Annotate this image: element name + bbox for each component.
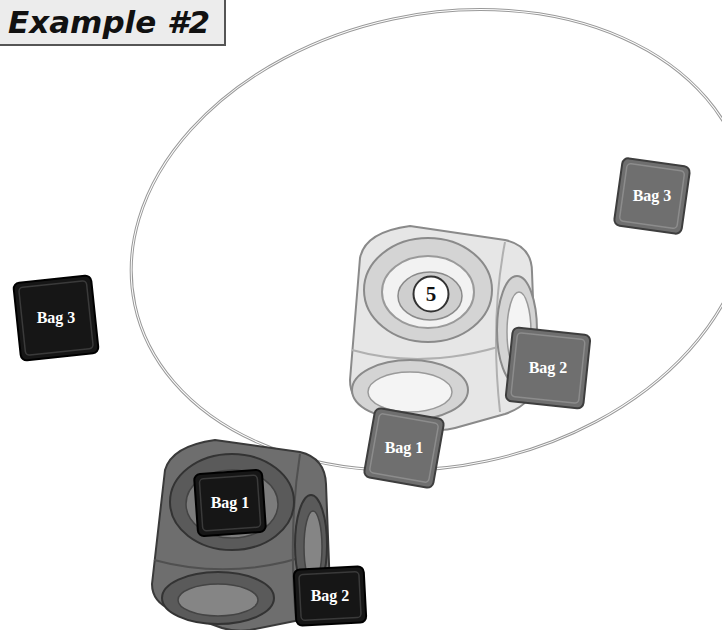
title-box: Example #2 — [0, 0, 226, 46]
bag-label: Bag 2 — [311, 587, 350, 605]
bag-label: Bag 2 — [529, 359, 568, 377]
bean-bag: Bag 2 — [294, 567, 366, 625]
bag-label: Bag 3 — [37, 309, 76, 327]
bag-label: Bag 3 — [633, 187, 672, 205]
bean-bag: Bag 1 — [368, 412, 440, 484]
bag-label: Bag 1 — [211, 494, 250, 512]
target-ring — [88, 0, 722, 526]
bean-bag: Bag 3 — [617, 161, 687, 231]
bag-label: Bag 1 — [385, 439, 424, 457]
score-number: 5 — [426, 282, 437, 307]
bean-bag: Bag 3 — [16, 278, 96, 358]
score-circle: 5 — [412, 275, 450, 313]
title-text: Example #2 — [8, 4, 210, 40]
bean-bag: Bag 1 — [195, 471, 265, 535]
bean-bag: Bag 2 — [508, 330, 588, 406]
